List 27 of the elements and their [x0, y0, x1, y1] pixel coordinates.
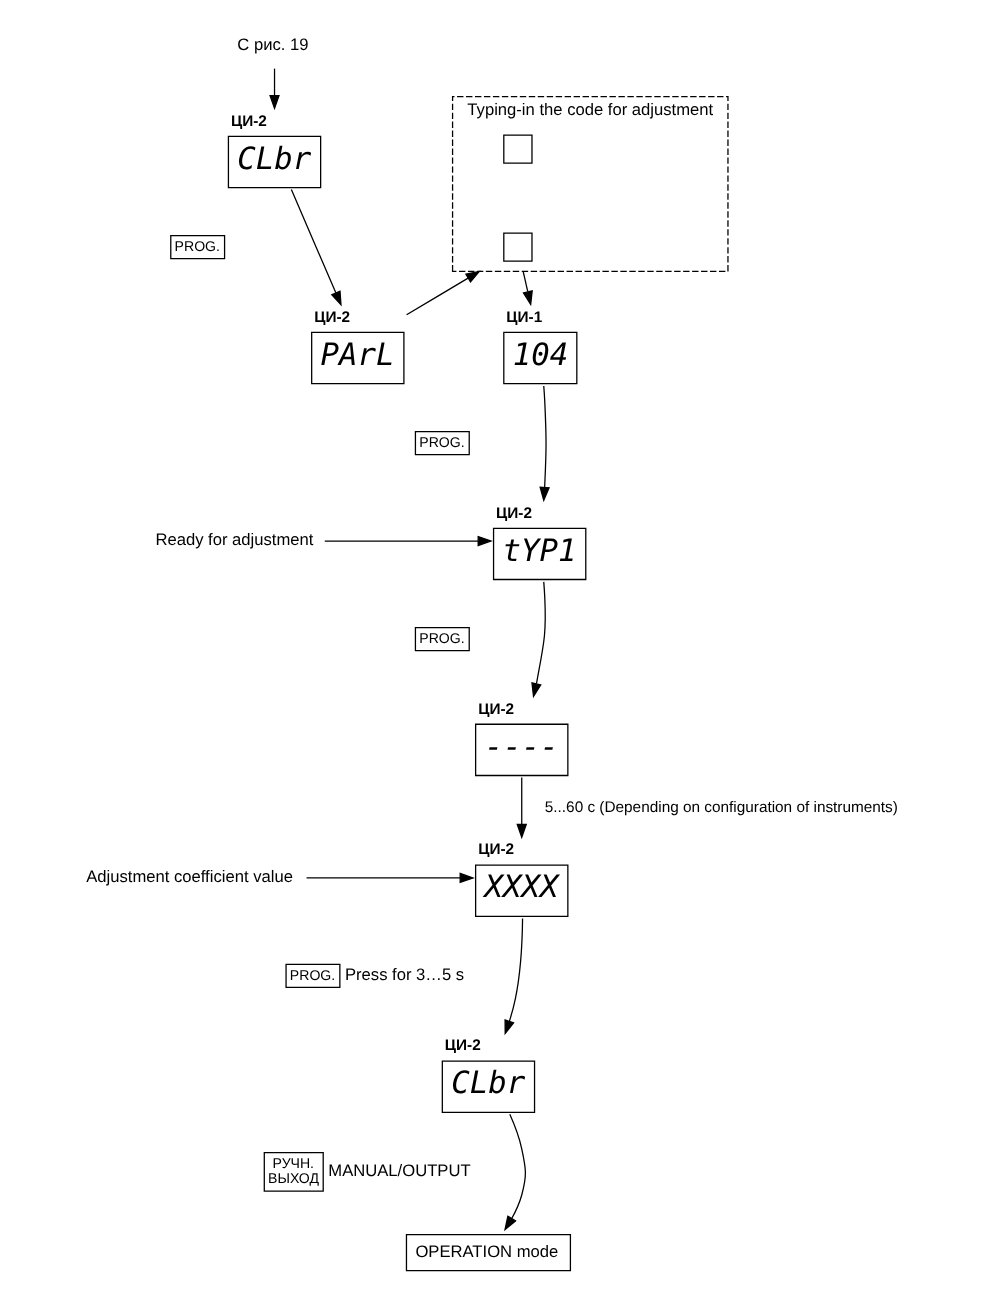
node-box: [503, 232, 533, 262]
arrow: [269, 68, 280, 111]
arrow: [324, 535, 493, 547]
node-text: Adjustment coefficient value: [86, 866, 293, 887]
node-box: XXXX: [475, 864, 569, 917]
cluster: Typing-in the code for adjustment: [451, 96, 729, 273]
node-box: ----: [475, 723, 569, 777]
node-box: OPERATION mode: [405, 1234, 572, 1272]
node-box: CLbr: [227, 135, 322, 189]
node-box: 104: [503, 331, 578, 385]
node-box: PArL: [311, 331, 405, 385]
node-box: CLbr: [441, 1060, 536, 1113]
node-text: С рис. 19: [237, 33, 309, 54]
arrow: [405, 270, 481, 316]
node-text: Ready for adjustment: [155, 529, 314, 550]
arrow: [522, 270, 533, 307]
node-box: tYP1: [492, 527, 587, 581]
arrow: [305, 872, 475, 884]
node-label: MANUAL/OUTPUT: [328, 1160, 471, 1181]
arrow: [516, 776, 528, 840]
arrow: [290, 188, 342, 307]
arrow: [539, 385, 551, 503]
node-box: [503, 134, 533, 164]
node-label: Press for 3…5 s: [344, 964, 465, 985]
arrow: [504, 1113, 527, 1232]
arrow: [531, 581, 546, 699]
arrow: [504, 917, 524, 1036]
